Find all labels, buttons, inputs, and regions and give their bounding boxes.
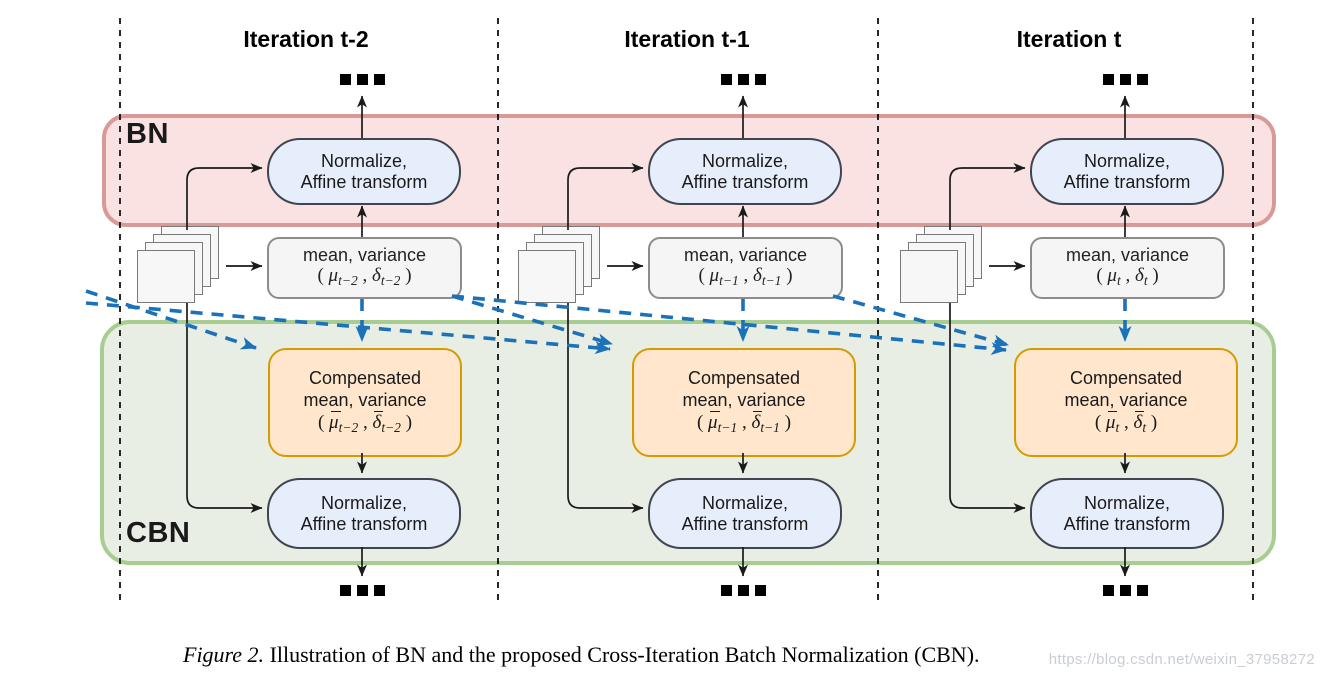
ellipsis-icon	[1103, 74, 1148, 85]
feature-maps-icon	[137, 226, 219, 303]
figure-caption-text: Illustration of BN and the proposed Cros…	[264, 642, 980, 667]
ellipsis-icon	[721, 74, 766, 85]
bn-band	[102, 114, 1276, 227]
figure-caption: Figure 2. Illustration of BN and the pro…	[183, 642, 980, 668]
column-header: Iteration t-2	[243, 26, 369, 52]
feature-maps-icon	[900, 226, 982, 303]
mean-variance-math: ( μt−1 , δt−1 )	[698, 265, 793, 289]
figure-caption-label: Figure 2.	[183, 642, 265, 667]
mean-variance-math: ( μt−2 , δt−2 )	[317, 265, 412, 289]
column-header: Iteration t	[1016, 26, 1122, 52]
mean-variance-box: mean, variance ( μt−2 , δt−2 )	[267, 237, 462, 299]
ellipsis-icon	[340, 585, 385, 596]
ellipsis-icon	[340, 74, 385, 85]
bn-label: BN	[126, 118, 169, 150]
mean-variance-math: ( μt , δt )	[1096, 265, 1159, 289]
column-header: Iteration t-1	[624, 26, 750, 52]
cbn-label: CBN	[126, 517, 191, 549]
feature-maps-icon	[518, 226, 600, 303]
mean-variance-box: mean, variance ( μt , δt )	[1030, 237, 1225, 299]
ellipsis-icon	[721, 585, 766, 596]
cbn-band	[100, 320, 1276, 565]
watermark-url: https://blog.csdn.net/weixin_37958272	[1048, 651, 1315, 668]
mean-variance-box: mean, variance ( μt−1 , δt−1 )	[648, 237, 843, 299]
ellipsis-icon	[1103, 585, 1148, 596]
